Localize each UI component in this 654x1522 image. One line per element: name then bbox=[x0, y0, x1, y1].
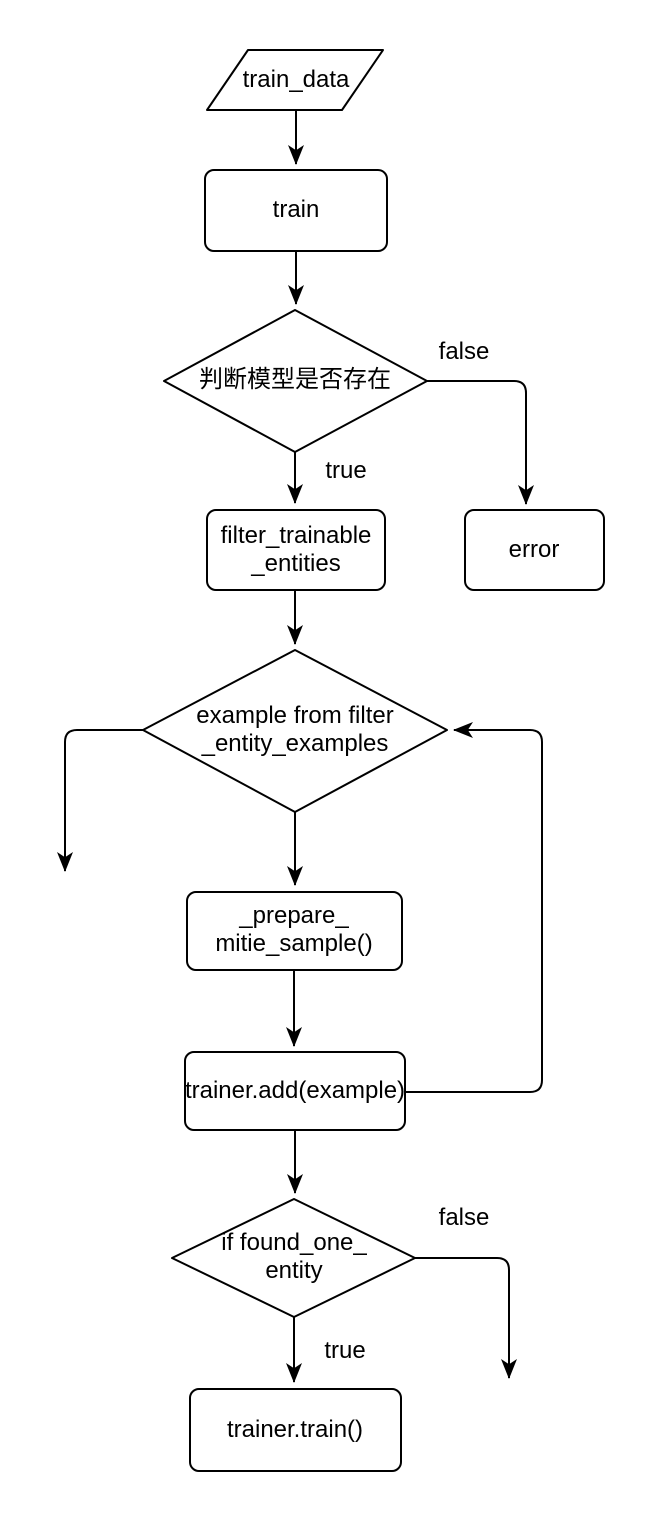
node-label-model-check: 判断模型是否存在 bbox=[199, 366, 391, 393]
edge-found-check-false-exit bbox=[415, 1257, 517, 1379]
edge-label-found-check-true: true bbox=[324, 1337, 366, 1364]
node-shape-train-data bbox=[206, 49, 384, 111]
edge-model-check-false-to-error bbox=[427, 380, 534, 505]
node-shape-trainer-add bbox=[184, 1051, 406, 1131]
node-label-filter-trainable-entities: filter_trainable _entities bbox=[220, 522, 372, 577]
node-label-train-data: train_data bbox=[242, 66, 350, 93]
node-label-error: error bbox=[508, 536, 560, 563]
node-label-found-check: if found_one_ entity bbox=[221, 1229, 367, 1284]
node-label-trainer-train: trainer.train() bbox=[226, 1416, 364, 1443]
node-shape-filter-trainable-entities bbox=[206, 509, 386, 591]
edge-label-model-check-false: false bbox=[438, 338, 490, 365]
node-label-train: train bbox=[272, 196, 320, 223]
edge-example-loop-exit-left bbox=[57, 729, 143, 872]
edge-trainer-add-loop-back bbox=[405, 722, 543, 1093]
node-label-prepare-mitie-sample: _prepare_ mitie_sample() bbox=[215, 902, 373, 957]
edge-label-model-check-true: true bbox=[325, 457, 367, 484]
node-shape-model-check bbox=[163, 309, 428, 453]
node-shape-trainer-train bbox=[189, 1388, 402, 1472]
node-shape-train bbox=[204, 169, 388, 252]
node-label-trainer-add: trainer.add(example) bbox=[184, 1077, 406, 1104]
node-shape-prepare-mitie-sample bbox=[186, 891, 403, 971]
node-label-example-loop: example from filter _entity_examples bbox=[196, 702, 394, 757]
node-shape-example-loop bbox=[142, 649, 448, 813]
edge-label-found-check-false: false bbox=[438, 1204, 490, 1231]
node-shape-found-check bbox=[171, 1198, 416, 1318]
node-shape-error bbox=[464, 509, 605, 591]
